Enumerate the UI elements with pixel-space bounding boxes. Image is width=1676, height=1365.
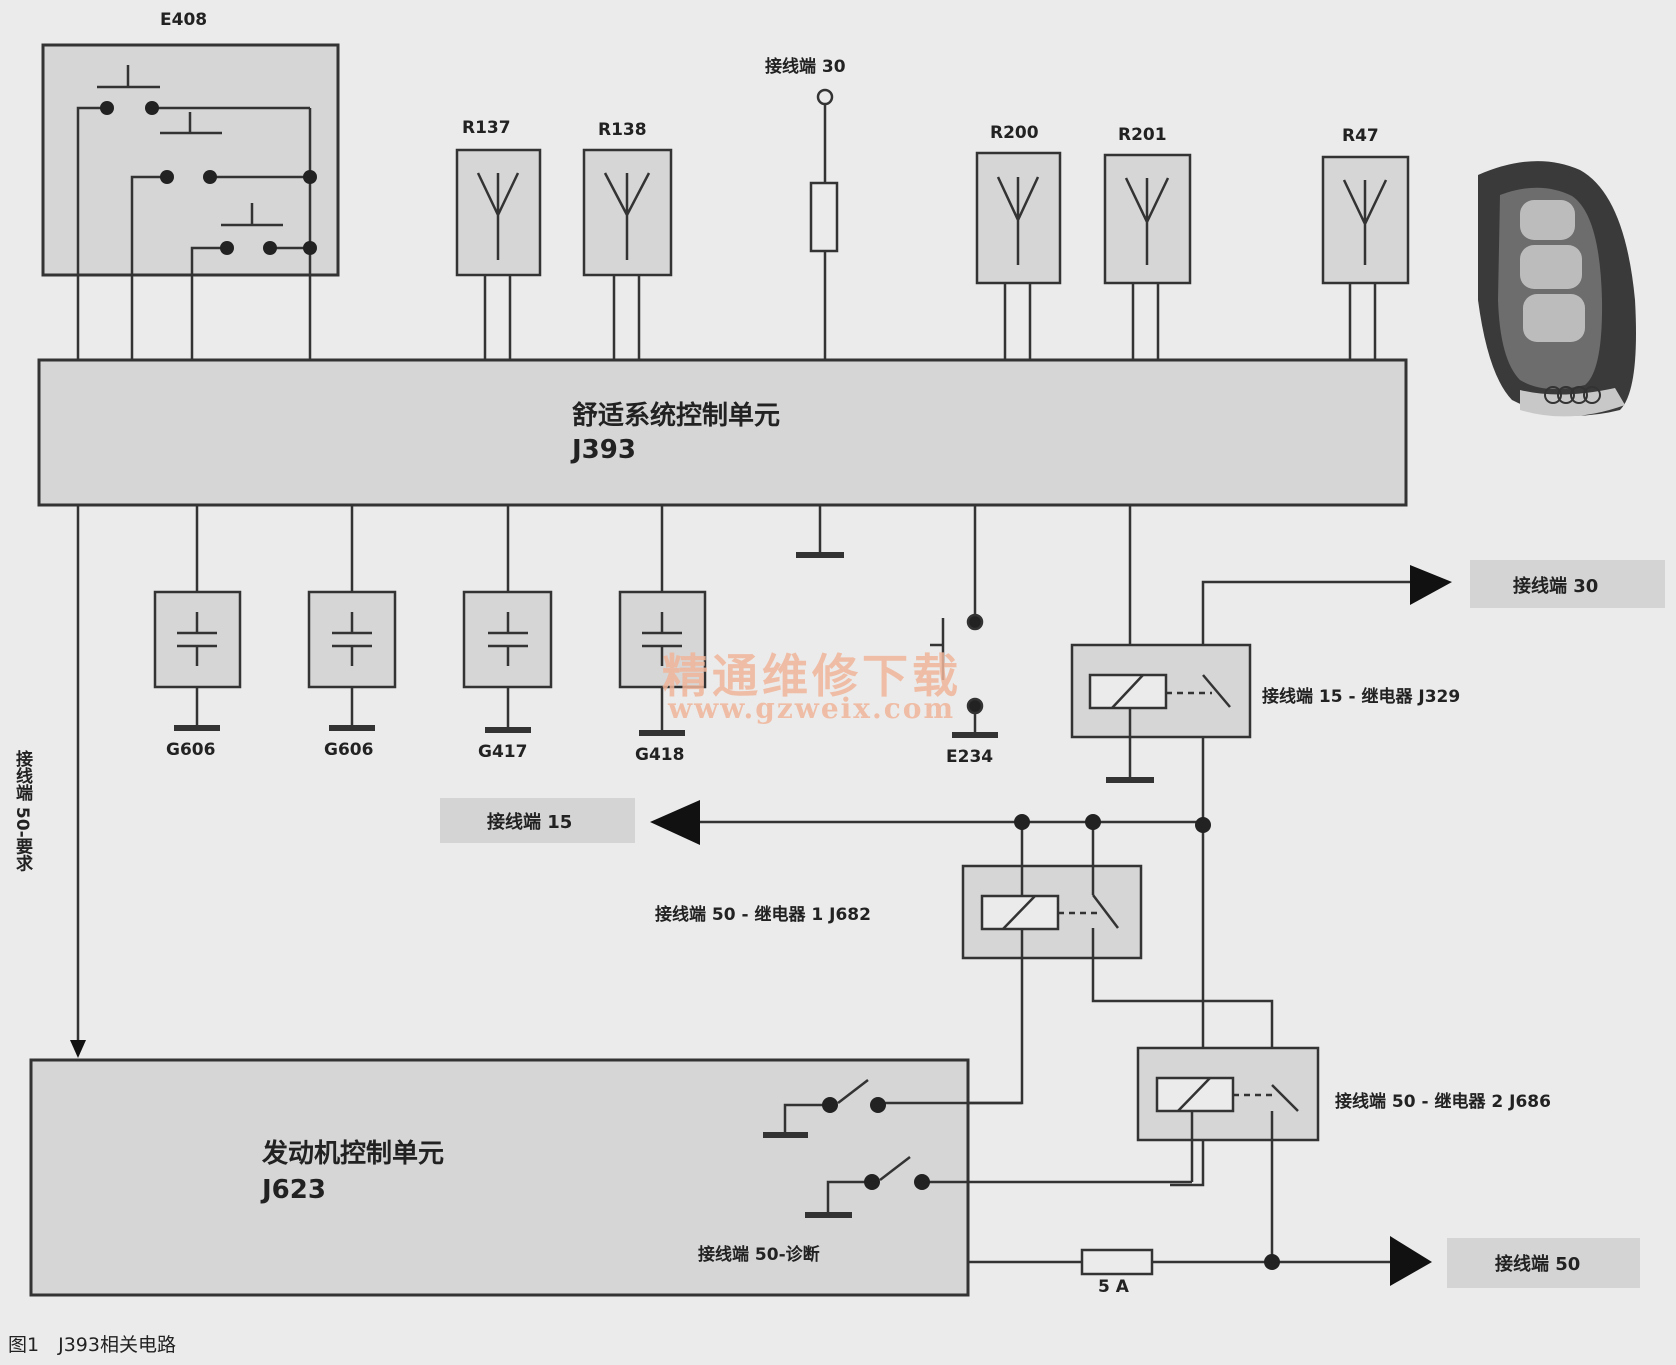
- relay-j682-label: 接线端 50 - 继电器 1 J682: [655, 905, 871, 925]
- sensor-g417: [462, 505, 553, 733]
- antenna-r200-label: R200: [990, 123, 1039, 143]
- sensor-g606-a: [153, 505, 242, 731]
- switch-block-label: E408: [160, 10, 208, 30]
- antenna-r138-label: R138: [598, 120, 647, 140]
- relay-j329-label: 接线端 15 - 继电器 J329: [1262, 687, 1461, 707]
- relay-j329: [1070, 505, 1252, 783]
- sensor-label: G417: [478, 742, 528, 762]
- sensor-g606-b: [307, 505, 397, 731]
- brake-switch-label: E234: [946, 747, 994, 767]
- terminal-50-output: [968, 1248, 1390, 1276]
- comfort-unit-code: J393: [572, 435, 636, 465]
- junction-dot: [1014, 814, 1030, 830]
- engine-control-unit-j623: [29, 1058, 970, 1297]
- watermark-text: 精通维修下载: [662, 649, 962, 703]
- sensor-label: G418: [635, 745, 685, 765]
- fuse-label: 5 A: [1098, 1277, 1129, 1297]
- junction-dot: [1195, 817, 1211, 833]
- antenna-r137: [455, 148, 542, 360]
- push-switches: [76, 65, 312, 360]
- tag-box-50: [1447, 1238, 1640, 1288]
- contact-dot: [870, 1097, 886, 1113]
- terminal-30-tag: 接线端 30: [1513, 576, 1599, 597]
- comfort-control-unit-j393: [37, 358, 1408, 507]
- contact-dot: [864, 1174, 880, 1190]
- terminal-15-tag: 接线端 15: [487, 812, 573, 833]
- brake-switch-e234: [930, 505, 998, 738]
- antenna-r201: [1103, 153, 1192, 365]
- terminal-30-bus: [1170, 580, 1410, 1187]
- antenna-r47-label: R47: [1342, 126, 1379, 146]
- key-fob-image: [1478, 161, 1636, 417]
- junction-dot: [1085, 814, 1101, 830]
- antenna-r138: [582, 148, 673, 360]
- terminal-30-top-label: 接线端 30: [765, 57, 846, 77]
- sensor-label: G606: [324, 740, 374, 760]
- terminal-50-tag: 接线端 50: [1495, 1254, 1581, 1275]
- arrow-terminal-50: [1390, 1236, 1432, 1286]
- engine-unit-name: 发动机控制单元: [262, 1139, 445, 1169]
- sensor-label: G606: [166, 740, 216, 760]
- relay-j686: [1136, 1046, 1320, 1262]
- engine-unit-code: J623: [262, 1175, 326, 1205]
- antenna-r201-label: R201: [1118, 125, 1167, 145]
- terminal-50-request-label: 接线端 50-要求: [12, 750, 32, 872]
- diagnosis-label: 接线端 50-诊断: [698, 1245, 820, 1265]
- contact-dot: [822, 1097, 838, 1113]
- arrow-terminal-15: [650, 800, 700, 845]
- antenna-r47: [1321, 155, 1410, 365]
- contact-dot: [914, 1174, 930, 1190]
- tag-box-15: [440, 798, 635, 843]
- arrow-terminal-30: [1410, 565, 1452, 605]
- relay-j682: [885, 822, 1274, 1105]
- switch-block-e408: [41, 43, 340, 277]
- antenna-r200: [975, 151, 1062, 365]
- comfort-unit-name: 舒适系统控制单元: [572, 401, 781, 431]
- arrow-request: [70, 1040, 86, 1058]
- relay-j686-label: 接线端 50 - 继电器 2 J686: [1335, 1092, 1551, 1112]
- junction-dot: [1264, 1254, 1280, 1270]
- sensor-g418: [618, 505, 707, 736]
- terminal-30-feed: [809, 88, 839, 360]
- tag-box-30: [1470, 560, 1665, 608]
- antenna-r137-label: R137: [462, 118, 511, 138]
- engine-internal-switches: [763, 1079, 1192, 1218]
- figure-caption: 图1 J393相关电路: [8, 1334, 176, 1356]
- watermark-url: www.gzweix.com: [668, 692, 956, 725]
